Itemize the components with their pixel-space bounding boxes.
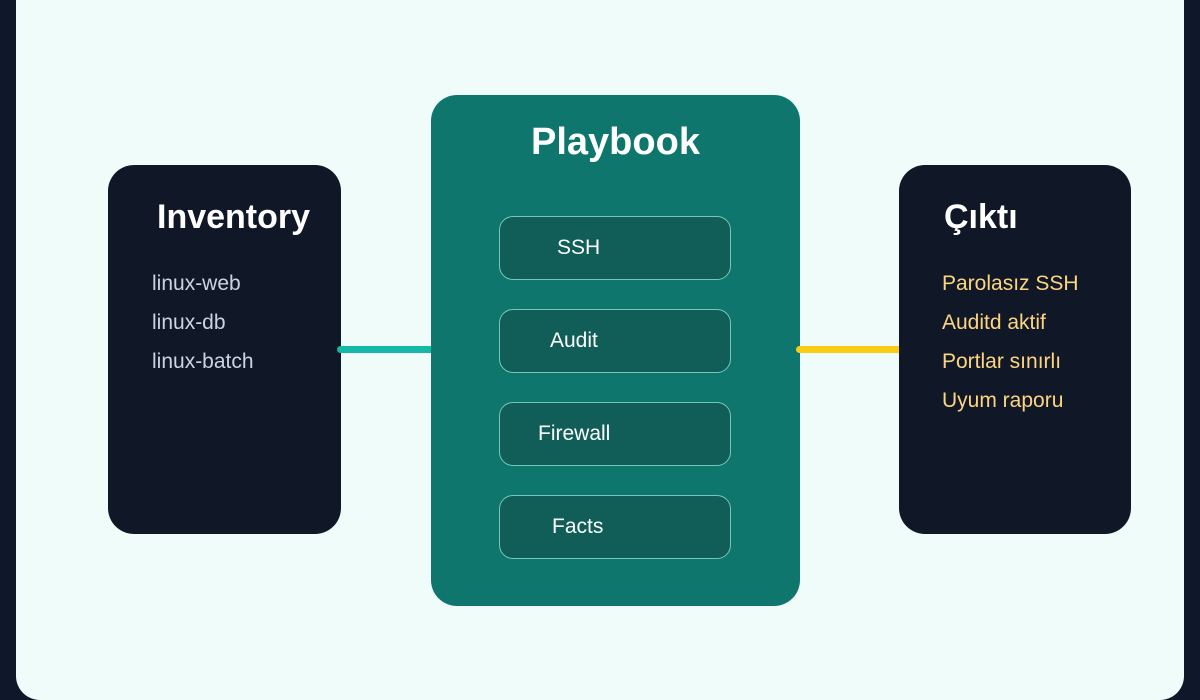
inventory-to-playbook-connector	[337, 346, 434, 353]
playbook-step-label: Firewall	[538, 422, 611, 445]
playbook-step-label: SSH	[557, 236, 601, 259]
inventory-host: linux-batch	[152, 350, 254, 373]
playbook-step-label: Facts	[552, 515, 604, 538]
output-result: Auditd aktif	[942, 311, 1046, 334]
output-result: Parolasız SSH	[942, 272, 1079, 295]
inventory-host: linux-web	[152, 272, 241, 295]
playbook-to-output-connector	[796, 346, 903, 353]
playbook-step-ssh: SSH	[499, 216, 731, 280]
output-result: Portlar sınırlı	[942, 350, 1062, 373]
inventory-host: linux-db	[152, 311, 226, 334]
playbook-step-label: Audit	[550, 329, 598, 352]
inventory-host-list: linux-web linux-db linux-batch	[152, 264, 254, 381]
output-panel: Çıktı Parolasız SSH Auditd aktif Portlar…	[899, 165, 1131, 534]
output-result: Uyum raporu	[942, 389, 1064, 412]
diagram-canvas: Inventory linux-web linux-db linux-batch…	[16, 0, 1184, 700]
playbook-panel: Playbook SSH Audit Firewall Facts	[431, 95, 800, 606]
playbook-title: Playbook	[531, 121, 700, 163]
playbook-step-audit: Audit	[499, 309, 731, 373]
output-result-list: Parolasız SSH Auditd aktif Portlar sınır…	[942, 264, 1079, 420]
playbook-step-firewall: Firewall	[499, 402, 731, 466]
inventory-title: Inventory	[157, 198, 311, 236]
playbook-step-facts: Facts	[499, 495, 731, 559]
inventory-panel: Inventory linux-web linux-db linux-batch	[108, 165, 341, 534]
output-title: Çıktı	[944, 198, 1018, 236]
